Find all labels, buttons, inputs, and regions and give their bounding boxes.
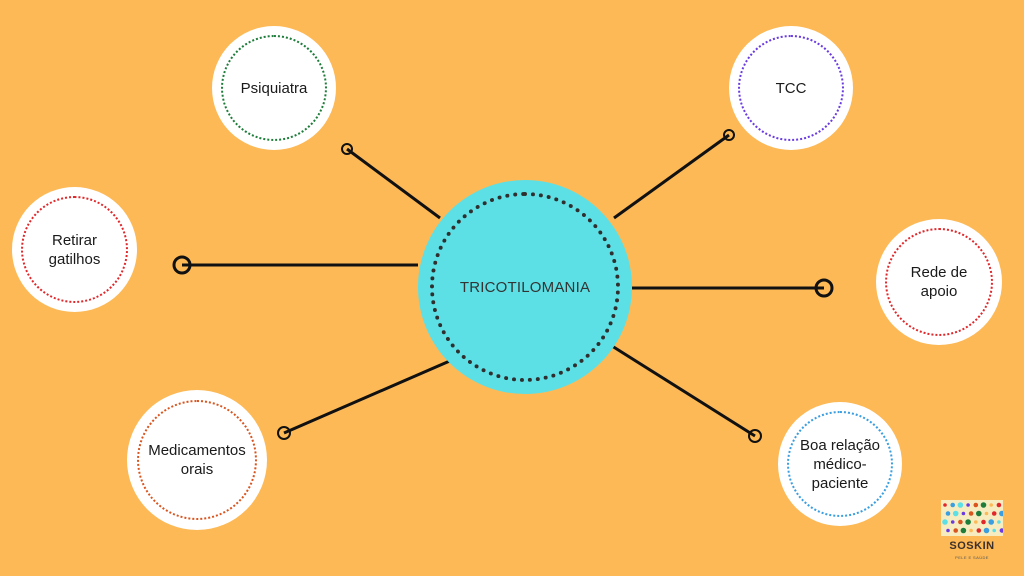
node-rede-de-apoio-dotted-ring — [885, 228, 993, 336]
node-retirar-gatilhos: Retirar gatilhos — [12, 187, 137, 312]
logo-tagline: PELE E SAÚDE — [955, 555, 989, 560]
logo-dot — [981, 519, 986, 525]
connector-psiquiatra-line — [346, 147, 441, 220]
logo-dot — [950, 502, 955, 508]
logo-dot — [984, 511, 989, 516]
node-boa-relacao-medico-paciente: Boa relação médico- paciente — [778, 402, 902, 526]
logo-dots-pattern — [941, 500, 1003, 536]
logo-dot — [969, 528, 973, 533]
logo-dot — [997, 520, 1001, 524]
node-rede-de-apoio-label: Rede de apoio — [910, 264, 968, 300]
logo-dot — [999, 510, 1003, 517]
logo-dot — [983, 527, 990, 534]
logo-dot — [974, 520, 978, 524]
logo-dot — [960, 527, 967, 534]
logo-dot — [989, 503, 993, 507]
connector-tcc-endpoint — [723, 129, 735, 141]
logo-dot — [992, 528, 996, 533]
logo-dot — [957, 502, 964, 508]
logo-dot — [996, 502, 1002, 508]
logo-dot — [946, 528, 950, 533]
connector-rede-endpoint — [814, 278, 834, 298]
logo-dot — [950, 520, 955, 524]
node-retirar-gatilhos-dotted-ring — [21, 196, 128, 303]
logo-dot — [958, 519, 963, 525]
node-boa-relacao-dotted-ring — [787, 411, 893, 517]
node-medicamentos-orais: Medicamentos orais — [127, 390, 267, 530]
logo-dot — [966, 503, 970, 507]
logo-dot — [961, 511, 966, 516]
connector-retirar-endpoint — [172, 255, 192, 275]
node-retirar-gatilhos-label: Retirar gatilhos — [48, 231, 101, 268]
connector-medicamentos-endpoint — [277, 426, 291, 440]
node-medicamentos-orais-label: Medicamentos orais — [148, 442, 246, 478]
node-tcc-label: TCC — [775, 79, 807, 97]
logo-dot — [999, 528, 1003, 533]
connector-tcc-line — [613, 133, 730, 220]
connector-medicamentos-line — [283, 358, 453, 435]
logo-dot — [942, 519, 948, 525]
logo-dot — [968, 511, 974, 516]
logo-dot — [943, 503, 947, 507]
connector-boa-relacao-line — [611, 344, 756, 438]
logo-dot — [991, 511, 997, 516]
logo-name: SOSKIN — [949, 540, 995, 552]
logo-dot — [952, 510, 959, 517]
node-rede-de-apoio: Rede de apoio — [876, 219, 1002, 345]
logo-dot — [980, 502, 987, 508]
node-psiquiatra-label: Psiquiatra — [240, 79, 308, 97]
node-tcc-dotted-ring — [738, 35, 844, 141]
connector-boa-relacao-endpoint — [748, 429, 762, 443]
node-boa-relacao-label: Boa relação médico- paciente — [799, 436, 881, 492]
connector-psiquiatra-endpoint — [341, 143, 353, 155]
logo-dot — [953, 528, 958, 533]
center-node-dotted-ring — [430, 192, 620, 382]
logo-dot — [988, 519, 994, 525]
logo-dot — [965, 519, 971, 525]
node-tcc: TCC — [729, 26, 853, 150]
center-node-label: TRICOTILOMANIA — [459, 278, 591, 296]
logo-dot — [976, 528, 982, 533]
node-psiquiatra-dotted-ring — [221, 35, 327, 141]
node-medicamentos-orais-dotted-ring — [137, 400, 257, 520]
center-node: TRICOTILOMANIA — [418, 180, 632, 394]
logo-dot — [973, 502, 979, 508]
logo-dot — [945, 511, 951, 516]
logo-dot — [976, 510, 982, 517]
node-psiquiatra: Psiquiatra — [212, 26, 336, 150]
soskin-logo: SOSKIN PELE E SAÚDE — [941, 500, 1003, 564]
